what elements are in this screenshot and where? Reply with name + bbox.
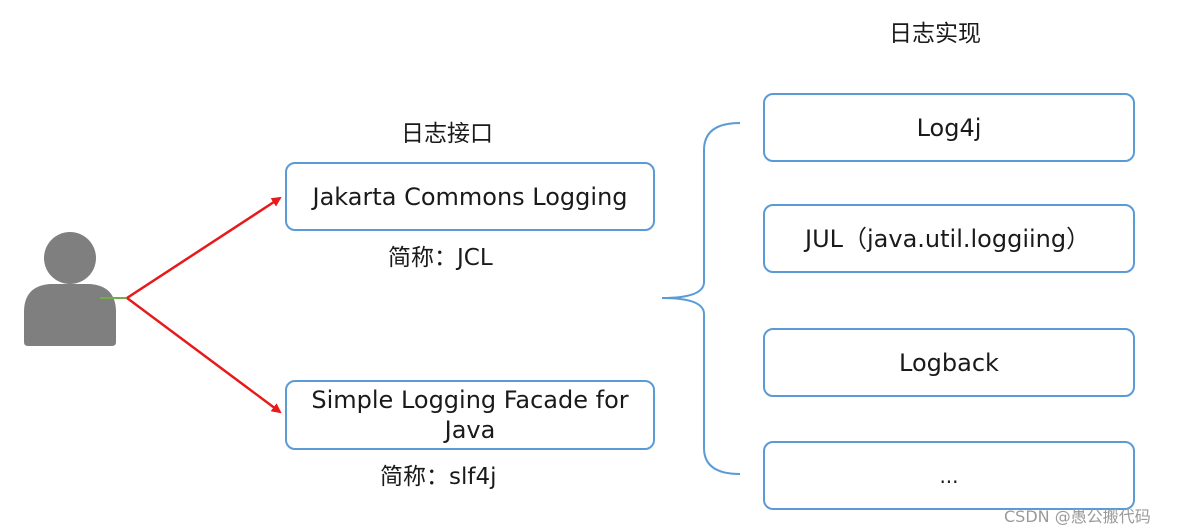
interface-slf4j-abbr: 简称：slf4j xyxy=(380,464,497,490)
interface-box-jcl: Jakarta Commons Logging xyxy=(285,162,655,231)
watermark: CSDN @愚公搬代码 xyxy=(1004,507,1151,526)
interface-box-slf4j: Simple Logging Facade for Java xyxy=(285,380,655,450)
user-icon xyxy=(24,232,116,346)
interface-jcl-label: Jakarta Commons Logging xyxy=(312,182,628,211)
impl-box-more: ... xyxy=(763,441,1135,510)
arrow-to-jcl xyxy=(126,196,282,300)
interfaces-header: 日志接口 xyxy=(401,121,493,147)
impl-logback-label: Logback xyxy=(899,348,999,377)
interface-slf4j-label: Simple Logging Facade for Java xyxy=(311,386,629,444)
impl-box-jul: JUL（java.util.loggiing） xyxy=(763,204,1135,273)
impl-box-log4j: Log4j xyxy=(763,93,1135,162)
implementation-brace xyxy=(661,122,741,475)
implementations-header: 日志实现 xyxy=(889,21,981,47)
arrow-to-slf4j xyxy=(126,296,282,414)
impl-log4j-label: Log4j xyxy=(916,113,982,142)
impl-jul-label: JUL（java.util.loggiing） xyxy=(805,224,1091,253)
impl-box-logback: Logback xyxy=(763,328,1135,397)
impl-more-label: ... xyxy=(939,463,959,488)
interface-jcl-abbr: 简称：JCL xyxy=(388,245,493,271)
